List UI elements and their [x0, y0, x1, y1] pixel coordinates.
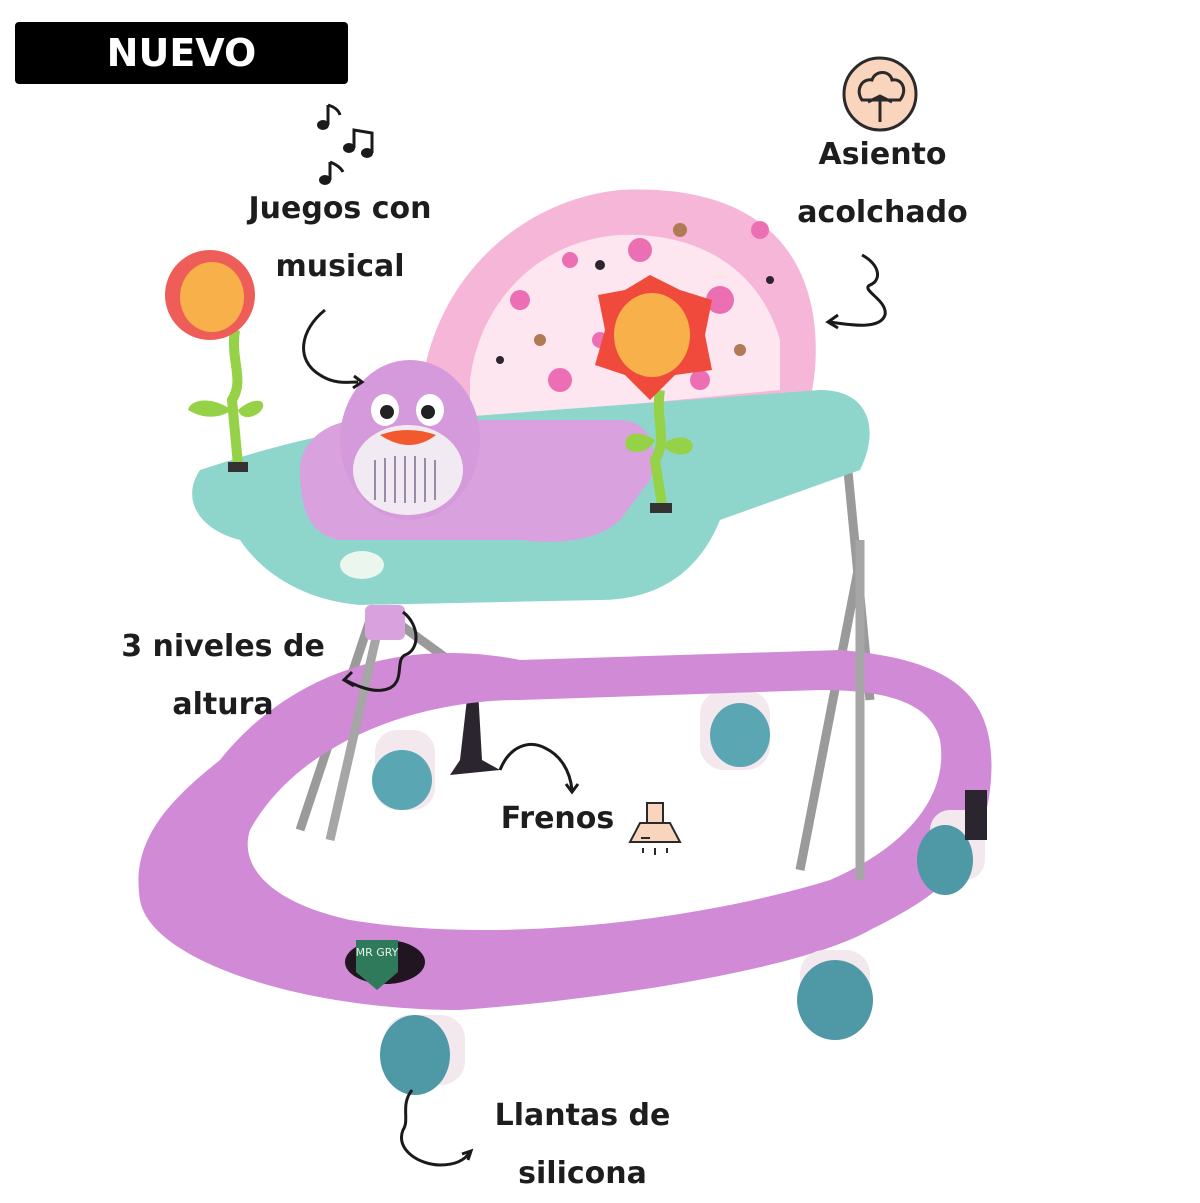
tray-sticker	[340, 551, 384, 579]
feature-brakes: Frenos	[495, 790, 620, 848]
feature-silicone-wheels-line1: Llantas de	[494, 1098, 671, 1133]
flower-toy-right	[595, 275, 712, 513]
feature-height-levels-line1: 3 niveles de	[121, 629, 325, 664]
wheel-right	[917, 790, 987, 895]
feature-padded-seat: Asiento acolchado	[785, 126, 980, 242]
penguin-toy	[340, 360, 480, 520]
feature-musical-games-line2: musical	[275, 249, 405, 284]
feature-musical-games: Juegos con musical	[230, 180, 450, 296]
feature-silicone-wheels-line2: silicona	[518, 1156, 647, 1191]
brand-logo: MR GRY	[345, 940, 425, 990]
feature-musical-games-line1: Juegos con	[248, 191, 432, 226]
wheel-back-right	[700, 690, 770, 770]
range-hood-icon	[628, 802, 682, 855]
svg-text:MR GRY: MR GRY	[356, 946, 399, 959]
cotton-icon	[842, 56, 918, 132]
wheel-back-left	[372, 730, 435, 810]
music-notes-icon	[317, 103, 374, 185]
wheel-front-right	[797, 950, 873, 1040]
feature-height-levels: 3 niveles de altura	[108, 618, 338, 734]
feature-padded-seat-line1: Asiento	[818, 137, 947, 172]
brake-pad	[450, 690, 500, 775]
annotation-arrows	[302, 253, 887, 1167]
flower-toy-left	[165, 250, 264, 472]
feature-brakes-line1: Frenos	[500, 801, 615, 836]
new-badge: NUEVO	[15, 22, 348, 84]
new-badge-text: NUEVO	[106, 31, 257, 75]
feature-height-levels-line2: altura	[172, 687, 274, 722]
feature-padded-seat-line2: acolchado	[797, 195, 968, 230]
walker-base-frame	[138, 650, 992, 1010]
wheel-front-left	[380, 1015, 465, 1095]
feature-silicone-wheels: Llantas de silicona	[480, 1087, 685, 1203]
